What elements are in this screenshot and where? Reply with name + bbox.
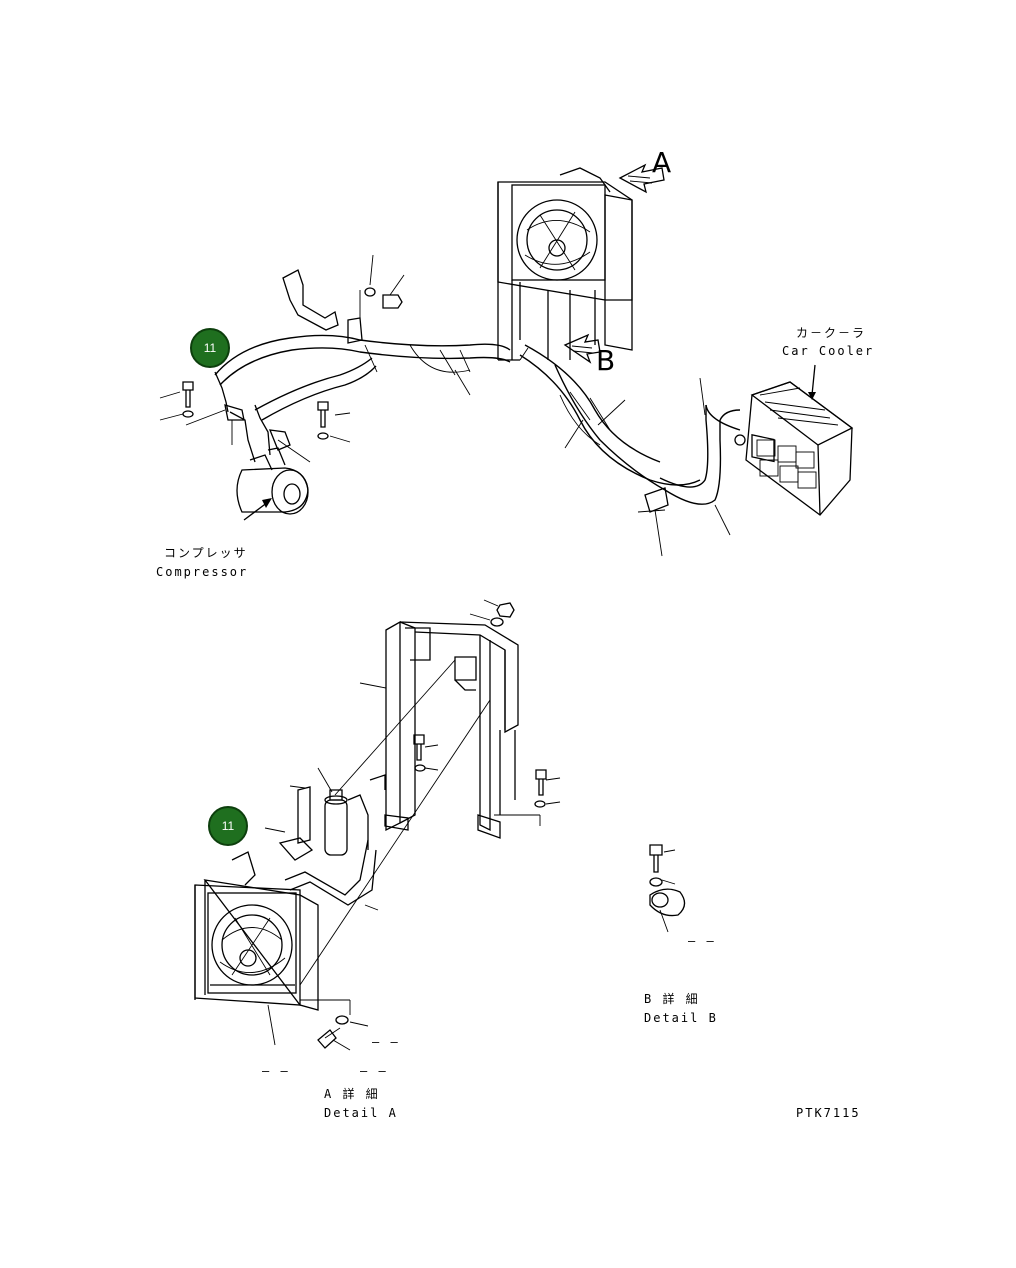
compressor-label-jp: コンプレッサ: [164, 546, 248, 560]
arrow-a: [618, 163, 665, 194]
compressor: [236, 447, 309, 521]
car-cooler-unit: [734, 364, 854, 516]
part-number-dash: – –: [360, 1064, 388, 1078]
clamp-detail-b: [649, 844, 686, 933]
drawing-code: PTK7115: [796, 1106, 861, 1120]
arrow-b: [563, 333, 601, 364]
compressor-label-en: Compressor: [156, 565, 249, 579]
part-number-dash: – –: [688, 934, 716, 948]
frame-detail-a: [369, 620, 519, 839]
detail-b-label-en: Detail B: [644, 1011, 718, 1025]
condenser-detail-a: [194, 839, 377, 1011]
part-number-badge[interactable]: 11: [190, 328, 230, 368]
part-number-badge[interactable]: 11: [208, 806, 248, 846]
car-cooler-label-en: Car Cooler: [782, 344, 875, 358]
car-cooler-label-jp: カ－ク－ラ: [796, 326, 867, 340]
detail-a-label-jp: A 詳 細: [324, 1087, 380, 1101]
part-number-dash: – –: [262, 1064, 290, 1078]
condenser-upper: [497, 167, 633, 361]
arrow-b-label: B: [596, 344, 616, 377]
detail-b-label-jp: B 詳 細: [644, 992, 700, 1006]
receiver-drier: [278, 786, 369, 861]
detail-a-label-en: Detail A: [324, 1106, 398, 1120]
part-number-dash: – –: [372, 1035, 400, 1049]
hoses-upper: [214, 334, 741, 505]
arrow-a-label: A: [652, 146, 672, 179]
